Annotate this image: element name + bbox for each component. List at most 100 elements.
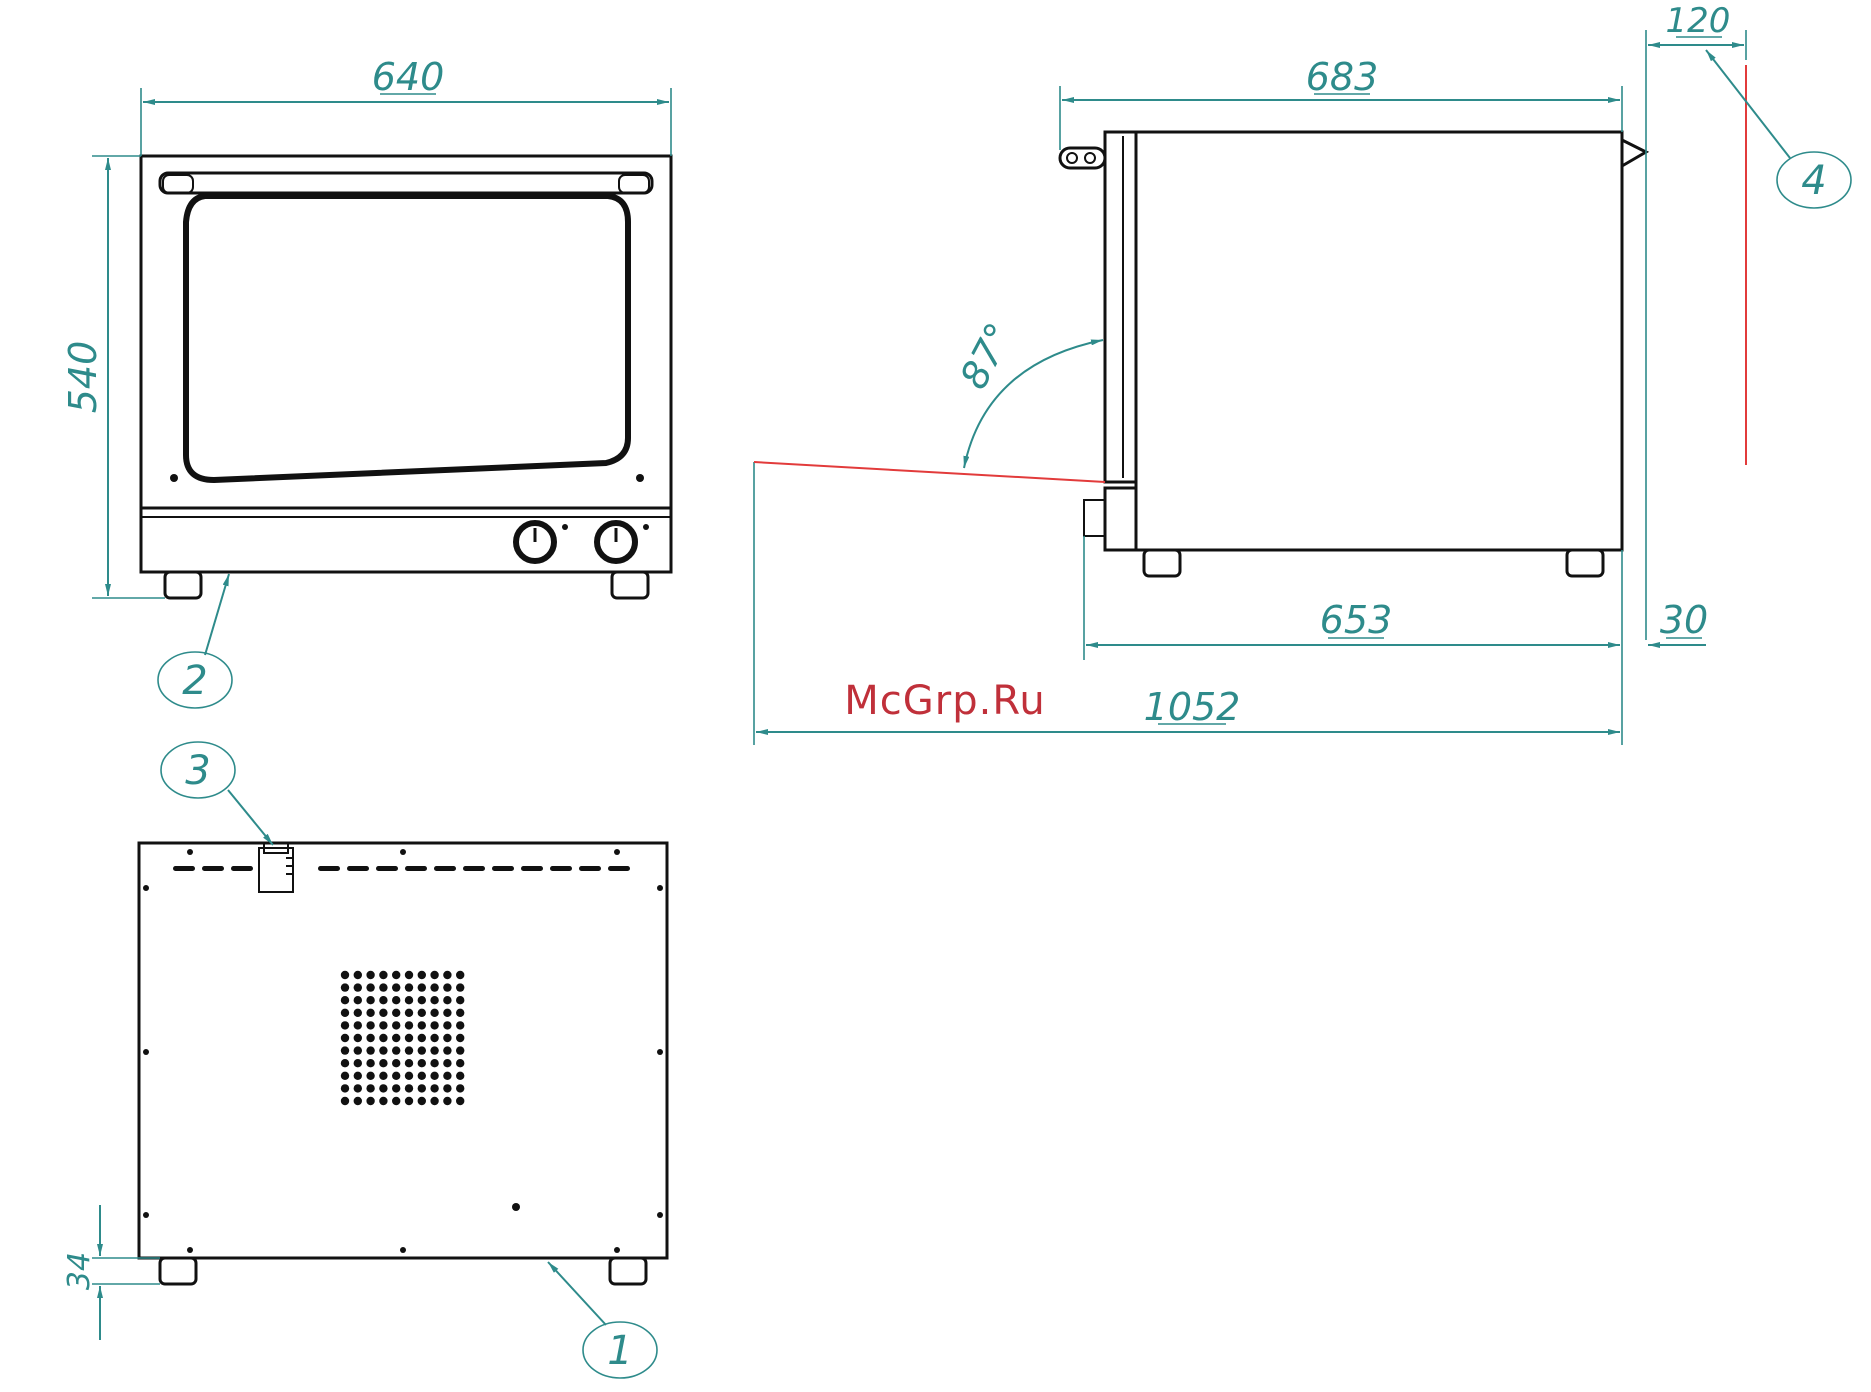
fan-hole: [354, 996, 362, 1004]
dimension-front-height: 540: [61, 156, 165, 598]
fan-hole: [430, 1046, 438, 1054]
dim-label-87-degrees: 87°: [951, 316, 1021, 396]
rear-fan-grid: [341, 971, 465, 1105]
fan-hole: [392, 1021, 400, 1029]
fan-hole: [418, 1046, 426, 1054]
rear-connector: [259, 843, 293, 892]
vent-slot: [550, 866, 572, 871]
fan-hole: [456, 1072, 464, 1080]
fan-hole: [456, 1059, 464, 1067]
fan-hole: [405, 971, 413, 979]
dim-label-30: 30: [1660, 598, 1708, 642]
dim-label-120: 120: [1666, 1, 1731, 41]
dimension-rear-foot: 34: [62, 1205, 160, 1340]
fan-hole: [443, 1021, 451, 1029]
rear-foot-right: [610, 1258, 646, 1284]
fan-hole: [418, 1034, 426, 1042]
dim-label-1052: 1052: [1144, 685, 1241, 729]
fan-hole: [366, 1009, 374, 1017]
fan-hole: [354, 983, 362, 991]
fan-hole: [341, 1009, 349, 1017]
fan-hole: [366, 1059, 374, 1067]
watermark: McGrp.Ru: [844, 678, 1045, 724]
fan-hole: [405, 1009, 413, 1017]
fan-hole: [341, 971, 349, 979]
fan-hole: [392, 1059, 400, 1067]
side-foot-rear: [1567, 550, 1603, 576]
callout-3: 3: [161, 742, 273, 845]
vent-slot: [173, 866, 195, 871]
dimension-side-depth: 683: [1060, 55, 1622, 150]
fan-hole: [392, 1072, 400, 1080]
front-foot-right: [612, 572, 648, 598]
fan-hole: [456, 1009, 464, 1017]
fan-hole: [418, 1009, 426, 1017]
door-handle: [160, 173, 652, 193]
side-door-handle: [1060, 148, 1105, 168]
fan-hole: [456, 1034, 464, 1042]
callout-label-4: 4: [1801, 158, 1826, 204]
callout-label-3: 3: [185, 748, 210, 794]
vent-slot: [202, 866, 224, 871]
fan-hole: [405, 983, 413, 991]
fan-hole: [456, 996, 464, 1004]
fan-hole: [354, 1034, 362, 1042]
fan-hole: [443, 1097, 451, 1105]
fan-hole: [443, 1084, 451, 1092]
fan-hole: [379, 1034, 387, 1042]
dimension-door-clearance: 120: [1646, 1, 1746, 640]
fan-hole: [354, 1097, 362, 1105]
vent-slot: [608, 866, 630, 871]
callout-4: 4: [1706, 50, 1851, 208]
fan-hole: [392, 1046, 400, 1054]
dim-label-640: 640: [372, 55, 445, 99]
side-body: [1136, 132, 1622, 550]
fan-hole: [418, 1097, 426, 1105]
fan-hole: [418, 971, 426, 979]
fan-hole: [366, 1046, 374, 1054]
fan-hole: [443, 996, 451, 1004]
side-door: [1105, 132, 1136, 482]
fan-hole: [392, 1097, 400, 1105]
fan-hole: [354, 1084, 362, 1092]
fan-hole: [456, 1084, 464, 1092]
fan-hole: [405, 996, 413, 1004]
fan-hole: [430, 1059, 438, 1067]
vent-slot: [405, 866, 427, 871]
control-knob-1: [516, 523, 568, 561]
fan-hole: [418, 983, 426, 991]
vent-slot: [579, 866, 601, 871]
vent-slot: [231, 866, 253, 871]
fan-hole: [354, 971, 362, 979]
fan-hole: [341, 1046, 349, 1054]
callout-label-1: 1: [607, 1328, 632, 1374]
fan-hole: [366, 1021, 374, 1029]
dim-label-653: 653: [1320, 598, 1393, 642]
fan-hole: [456, 983, 464, 991]
fan-hole: [392, 1009, 400, 1017]
fan-hole: [418, 1021, 426, 1029]
fan-hole: [366, 983, 374, 991]
fan-hole: [456, 1046, 464, 1054]
fan-hole: [430, 983, 438, 991]
fan-hole: [456, 1097, 464, 1105]
fan-hole: [379, 983, 387, 991]
dim-label-34: 34: [62, 1252, 97, 1290]
fan-hole: [430, 1084, 438, 1092]
fan-hole: [443, 1059, 451, 1067]
fan-hole: [366, 971, 374, 979]
fan-hole: [366, 1072, 374, 1080]
fan-hole: [379, 1059, 387, 1067]
fan-hole: [405, 1084, 413, 1092]
fan-hole: [341, 1072, 349, 1080]
side-knob: [1084, 500, 1105, 536]
fan-hole: [392, 983, 400, 991]
fan-hole: [366, 996, 374, 1004]
door-window: [186, 196, 628, 480]
side-control-box: [1105, 488, 1136, 550]
dimension-side-offset: 30: [1610, 598, 1708, 645]
rear-screws: [143, 849, 663, 1253]
fan-hole: [430, 996, 438, 1004]
fan-hole: [366, 1034, 374, 1042]
handle-bracket-right: [619, 175, 649, 193]
